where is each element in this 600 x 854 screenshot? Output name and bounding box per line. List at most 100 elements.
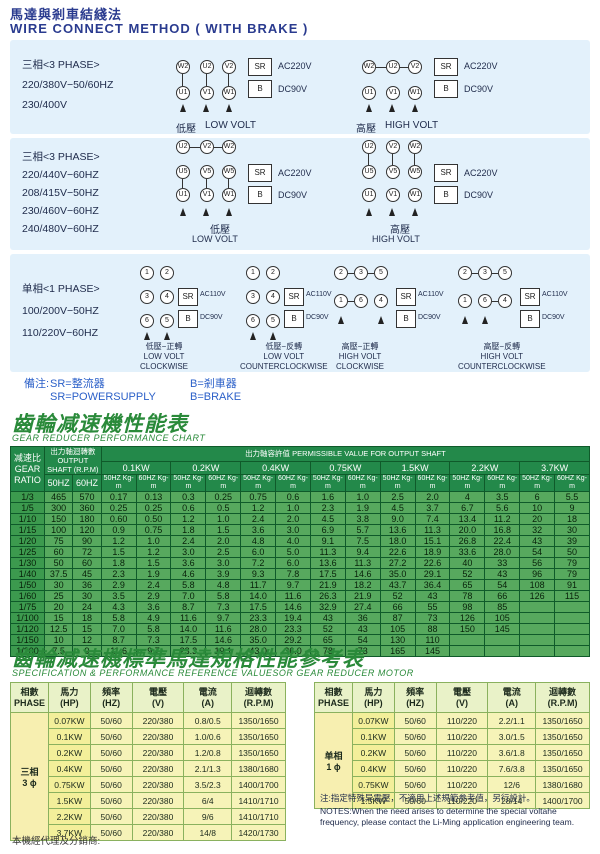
table-cell: 0.07KW [351,712,395,729]
table-cell: 1/15 [10,524,45,536]
table-cell: 50/60 [89,776,133,793]
table-cell: 150 [43,513,74,525]
table-cell: 75 [43,535,74,547]
table-cell: 1410/1710 [231,792,286,809]
dc-label: DC90V [278,190,308,200]
table-cell: 1.5 [205,524,242,536]
table-cell: 0.75KW [47,776,91,793]
table-cell: 2.0 [414,491,451,503]
terminal-u1: U1 [176,188,190,202]
table-cell: 145 [484,623,521,635]
footer-text: 本機經代理及分銷商: [12,836,101,847]
rectifier-box: SR [434,164,458,182]
column-header: 電流(A) [183,682,233,713]
table-cell: 300 [43,502,74,514]
table-cell: 73 [344,645,381,657]
table-cell: 1350/1650 [535,760,590,777]
dc-label: DC90V [464,190,494,200]
table-cell: 15 [72,623,102,635]
table-cell: 220/380 [131,792,185,809]
page-title-cn: 馬達與剎車結綫法 [10,7,123,22]
dc-label: DC90V [464,84,494,94]
table-cell: 40 [449,557,486,569]
table-cell: 30 [72,590,102,602]
arrow-icon [389,208,395,216]
terminal-w1: W1 [408,86,422,100]
table-cell: 110/220 [435,744,489,761]
dc-label: DC90V [542,314,565,321]
table-cell: 165 [379,645,416,657]
table-cell: 126 [449,612,486,624]
table-cell: 3.6/1.8 [487,744,537,761]
table-cell: 20.0 [449,524,486,536]
table-cell: 7.3 [205,601,242,613]
table-cell: 7.4 [414,513,451,525]
table-cell: 60 [43,546,74,558]
table-cell: 1/3 [10,491,45,503]
table-cell: 1400/1700 [535,792,590,809]
table-cell: 1.0 [135,535,172,547]
dc-label: DC90V [278,84,308,94]
table-cell: 50/60 [89,760,133,777]
table-cell: 79 [554,568,590,580]
ac-label: AC110V [418,291,444,298]
table-cell: 23.3 [170,645,207,657]
power-header: 0.2KW [170,460,242,476]
table-cell: 2.4 [240,513,277,525]
table-cell: 220/380 [131,712,185,729]
kgm-header: 60HZ Kg-m [344,474,381,492]
terminal-4: 4 [266,290,280,304]
terminal-5: 5 [160,314,174,328]
table-cell: 3.5 [100,590,137,602]
table-cell: 108 [519,579,556,591]
motor-note: 注:指定特殊异電壓，不適用上述規範参考值，另行設計。 NOTES:When th… [320,793,575,827]
motor-title-cn: 齒輪减速機標準馬達規格性能參考表 [12,646,364,671]
terminal-3: 3 [246,290,260,304]
kgm-header: 60HZ Kg-m [135,474,172,492]
rectifier-box: SR [284,288,304,306]
column-header: 頻率(HZ) [393,682,437,713]
table-cell: 29.2 [275,634,311,646]
table-cell: 52 [379,590,416,602]
hz-header: 50HZ [43,474,74,492]
kgm-header: 60HZ Kg-m [554,474,590,492]
table-cell: 0.75KW [351,776,395,793]
table-cell: 54 [519,546,556,558]
power-header: 3.7KW [519,460,590,476]
table-cell: 14.0 [240,590,277,602]
table-cell: 110/220 [435,728,489,745]
table-cell: 0.2KW [47,744,91,761]
output-header: 出力軸迴轉數 OUTPUT SHAFT (R.P.M) [44,446,102,475]
table-cell: 1/120 [10,623,45,635]
table-cell: 9.7 [275,579,311,591]
table-cell: 50/60 [393,712,437,729]
table-cell: 126 [519,590,556,602]
table-cell: 2.4 [135,579,172,591]
table-cell: 28/14 [487,792,537,809]
terminal-v2: V2 [222,60,236,74]
table-cell: 50/60 [89,712,133,729]
table-cell: 23.3 [240,612,277,624]
table-cell: 18 [72,612,102,624]
table-cell: 105 [484,612,521,624]
panel2-phase: 三相<3 PHASE> [22,151,100,163]
table-cell: 110/220 [435,776,489,793]
column-header: 電壓(V) [131,682,185,713]
table-cell: 91 [554,579,590,591]
table-cell: 28.0 [240,623,277,635]
panel2-voltage-4: 240/480V−60HZ [22,223,99,235]
ac-label: AC110V [306,291,332,298]
table-cell: 66 [379,601,416,613]
table-cell: 15 [43,612,74,624]
table-cell: 1/60 [10,590,45,602]
